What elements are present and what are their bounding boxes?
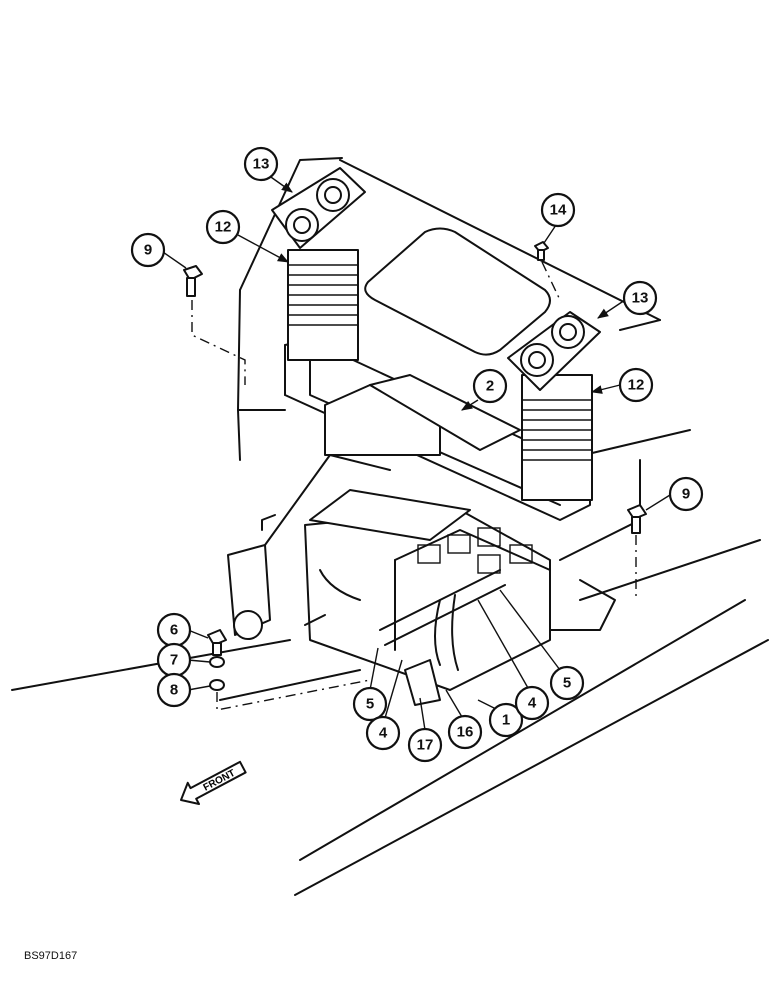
bolt-9-left [183,265,203,297]
callout-13-right: 13 [622,280,658,316]
callout-8: 8 [156,672,192,708]
callout-6: 6 [156,612,192,648]
svg-text:8: 8 [170,682,178,699]
callout-13-left: 13 [243,146,279,182]
figure-code: BS97D167 [24,950,78,962]
svg-text:2: 2 [486,378,494,395]
bolt-9-right [627,504,647,534]
cab-floor-outline [11,157,769,896]
svg-text:13: 13 [253,156,270,173]
svg-text:5: 5 [563,675,571,692]
washer-7 [209,656,225,668]
leader-lines [159,174,671,731]
air-duct [284,227,591,521]
svg-text:17: 17 [417,737,434,754]
callout-12-left: 12 [205,209,241,245]
svg-text:9: 9 [682,486,690,503]
callout-2: 2 [472,368,508,404]
svg-text:16: 16 [457,724,474,741]
callout-12-right: 12 [618,367,654,403]
svg-text:12: 12 [215,219,232,236]
svg-text:5: 5 [366,696,374,713]
svg-text:6: 6 [170,622,178,639]
svg-text:7: 7 [170,652,178,669]
callout-9-left: 9 [130,232,166,268]
svg-text:9: 9 [144,242,152,259]
callout-7: 7 [156,642,192,678]
bolt-6 [207,629,227,656]
callout-1: 1 [488,702,524,738]
callout-5-right: 5 [549,665,585,701]
callout-4-left: 4 [365,715,401,751]
front-arrow: FRONT [180,760,247,806]
callout-17: 17 [407,727,443,763]
svg-text:14: 14 [550,202,567,219]
svg-text:4: 4 [379,725,388,742]
phantom-lines [191,261,637,711]
vent-riser-right [507,311,601,501]
svg-text:12: 12 [628,377,645,394]
callout-4-right: 4 [514,685,550,721]
heater-unit [227,454,551,706]
callout-9-right: 9 [668,476,704,512]
callout-16: 16 [447,714,483,750]
svg-text:4: 4 [528,695,537,712]
washer-8 [209,679,225,691]
vent-riser-left [271,167,366,361]
bolt-14 [534,241,549,261]
callout-14: 14 [540,192,576,228]
svg-text:13: 13 [632,290,649,307]
svg-text:1: 1 [502,712,510,729]
callout-5-left: 5 [352,686,388,722]
